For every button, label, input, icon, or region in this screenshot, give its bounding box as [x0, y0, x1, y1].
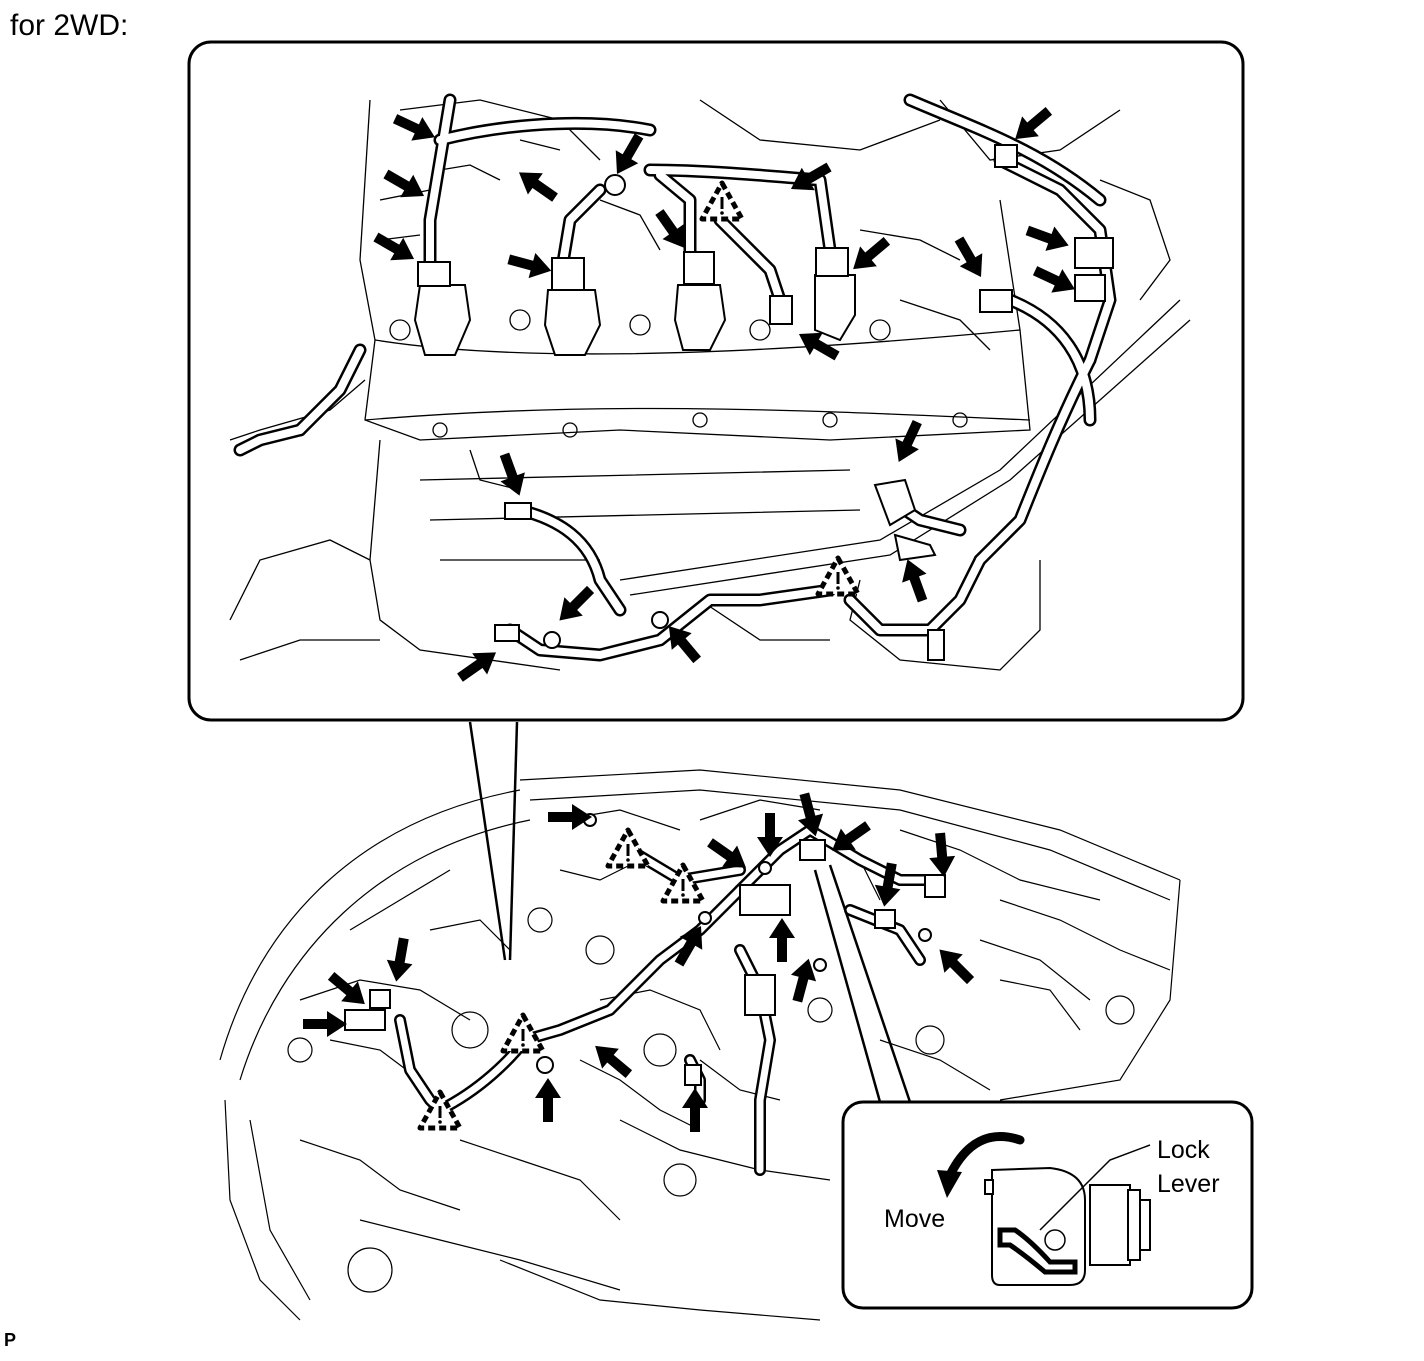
connector-drawing — [984, 1166, 1151, 1286]
lock-label-line1: Lock — [1157, 1136, 1210, 1164]
curved-move-arrow-icon — [937, 1132, 1025, 1198]
lock-label-line2: Lever — [1157, 1170, 1220, 1198]
overview-arrow-icons — [303, 790, 980, 1132]
figure-caption: for 2WD: — [10, 9, 129, 42]
move-label: Move — [884, 1205, 946, 1233]
lock-lever-leader-line — [1039, 1144, 1151, 1231]
figure-code: P — [4, 1330, 17, 1350]
engine-detail-panel — [187, 40, 1245, 722]
panel-pointer-lines — [468, 721, 519, 961]
engine-bay-overview — [219, 769, 1181, 1321]
ignition-coils — [413, 144, 1114, 661]
callout-pointer-lines — [813, 864, 912, 1103]
engine-bay-drawing — [219, 769, 1181, 1321]
overview-connectors — [344, 813, 946, 1086]
lock-lever-callout — [841, 1100, 1254, 1310]
lock-lever-label: Lock Lever — [1157, 1133, 1220, 1201]
